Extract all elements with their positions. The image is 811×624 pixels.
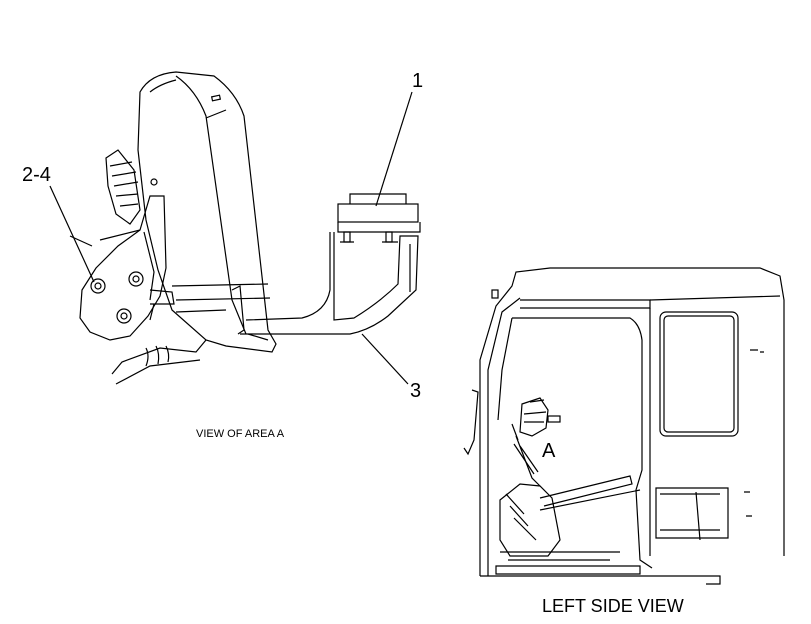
detail-view-area-a [49,71,421,385]
monitor-bevel [175,75,247,335]
callout-2-4: 2-4 [22,164,51,186]
bolt-2 [128,271,144,287]
rear-compartment [655,487,729,539]
left-side-view [463,267,785,585]
area-a-marker: A [542,440,556,462]
cab-floor [480,575,721,585]
mount-arm [79,195,167,341]
connector-block [337,193,421,243]
door-frame [512,317,653,569]
grab-handle [463,389,479,456]
caption-left-side-view: LEFT SIDE VIEW [542,596,684,616]
callout-3: 3 [410,380,422,402]
rear-window [659,311,739,437]
cable-coil [105,149,158,225]
leader-2-4 [49,185,95,283]
leader-3 [361,333,409,385]
bolt-3 [116,308,132,324]
area-a-monitor [511,397,561,487]
callout-1: 1 [412,70,424,92]
cab-outline [479,267,785,576]
leader-1 [375,91,413,207]
console [499,483,561,557]
housing-slot [210,94,222,102]
caption-view-of-area-a: VIEW OF AREA A [196,428,285,440]
cable-bundle [111,339,207,385]
monitor-housing [137,71,277,353]
bolt-1 [90,278,106,294]
mounting-bracket [240,232,419,335]
